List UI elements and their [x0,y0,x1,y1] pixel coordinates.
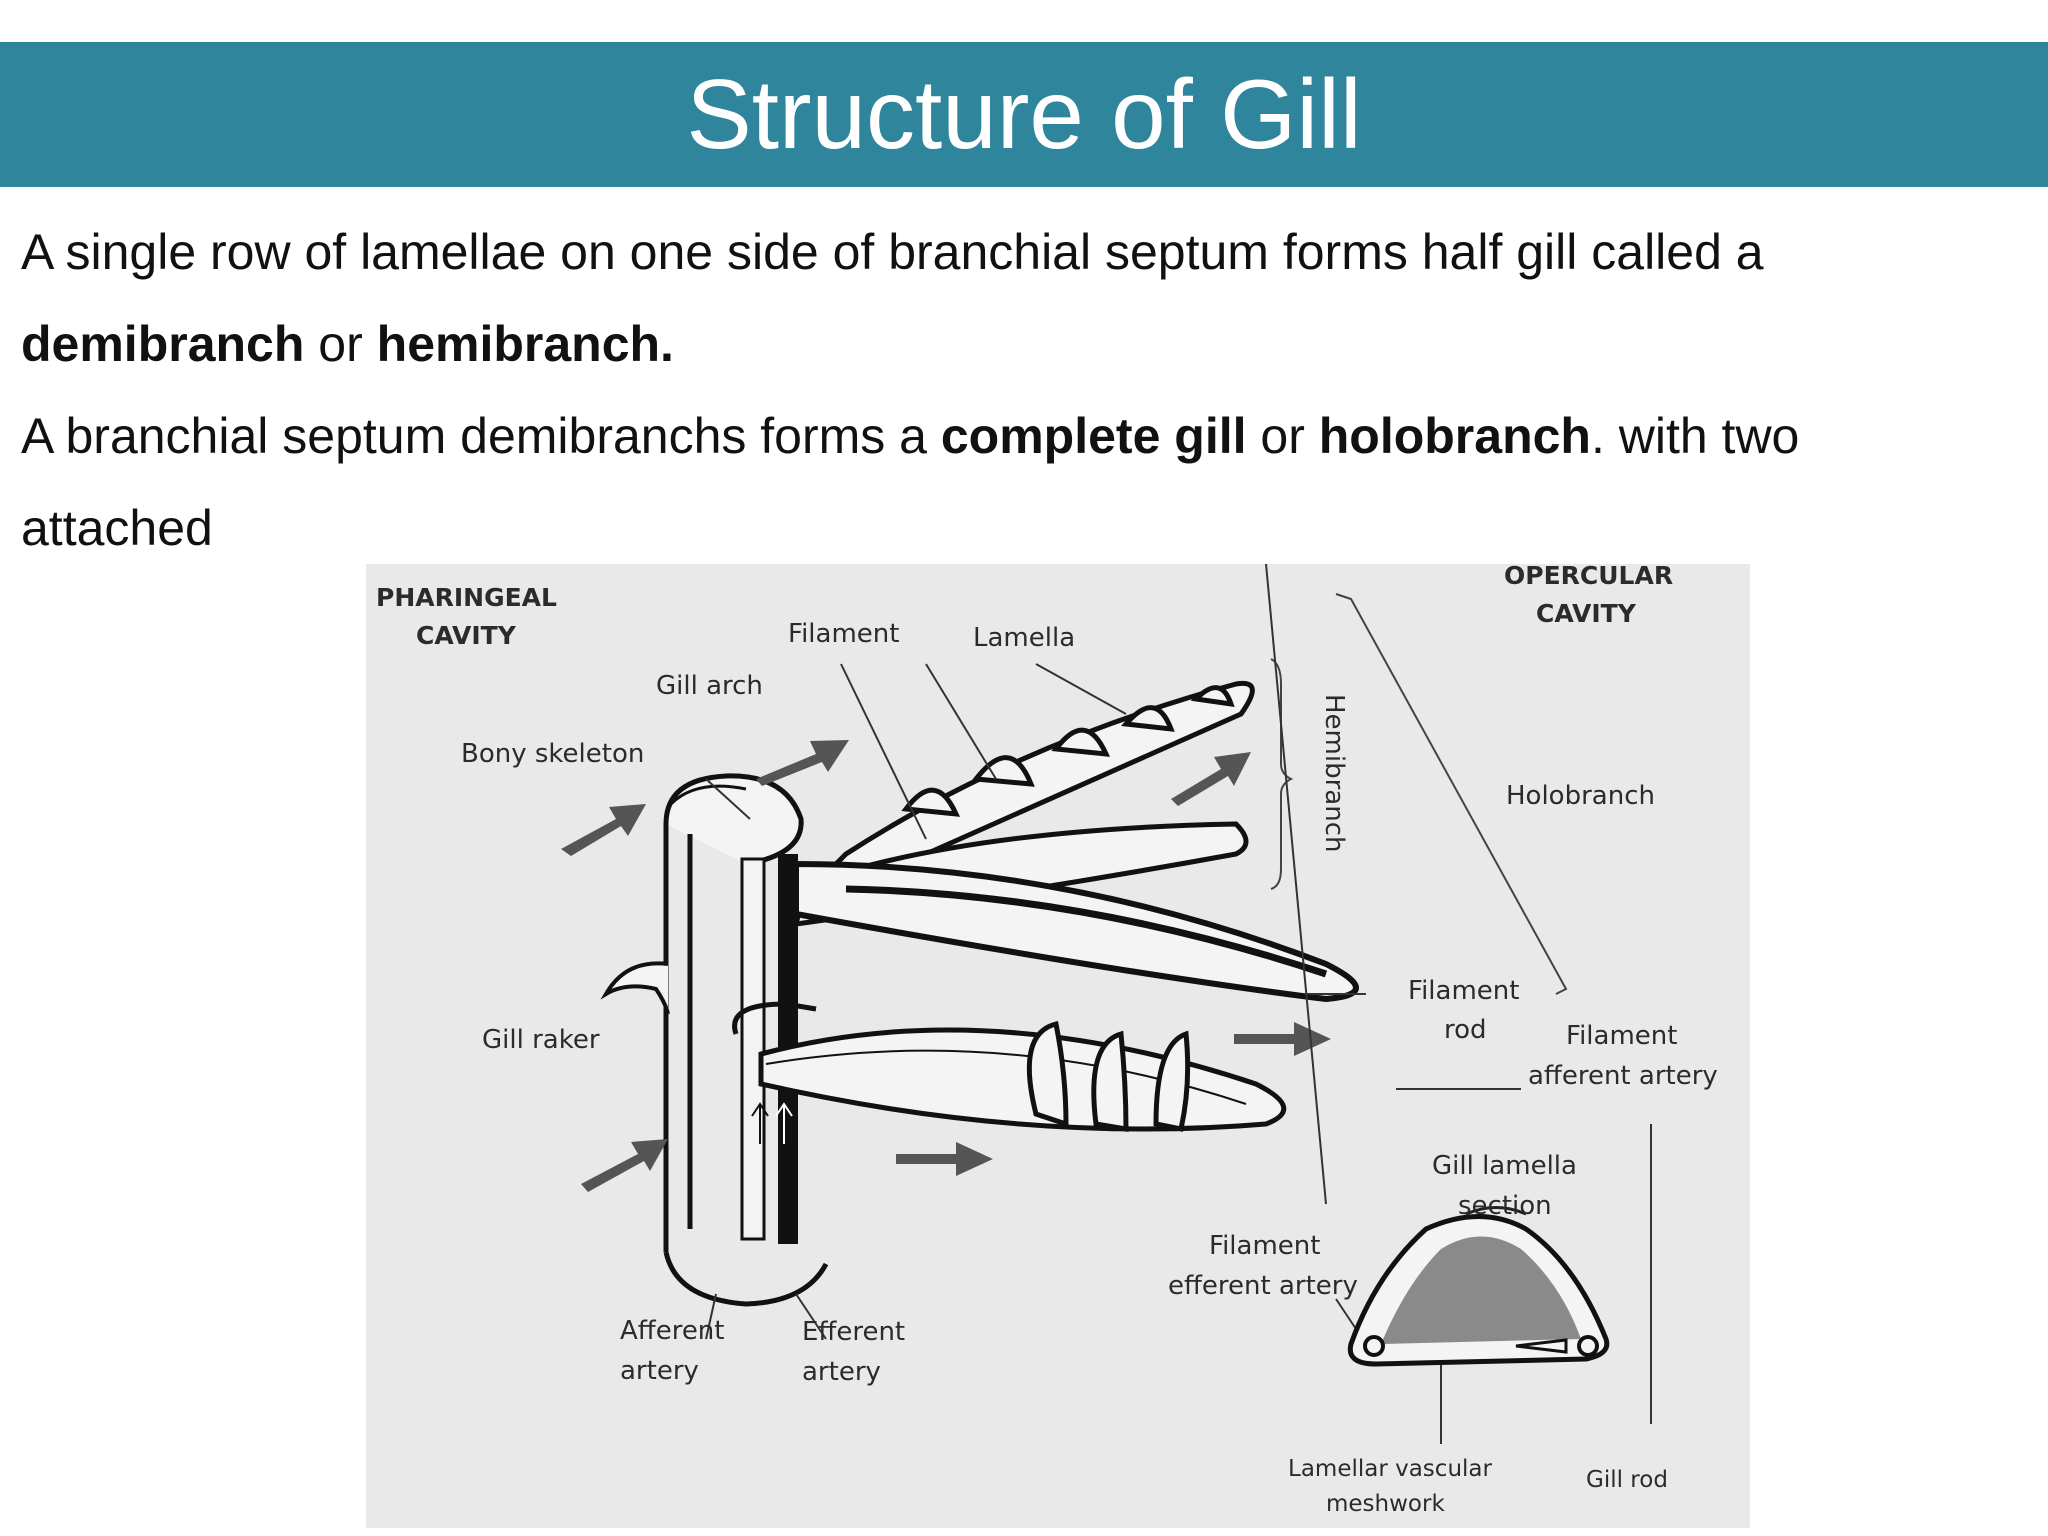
label-filament-afferent-1: Filament [1566,1021,1677,1051]
paragraph-1-text-b: or [304,316,377,372]
label-filament: Filament [788,619,899,649]
slide-title: Structure of Gill [686,59,1362,169]
hemibranch-brace [1270,658,1294,890]
label-bony-skeleton: Bony skeleton [461,739,644,769]
paragraph-2-text-b: or [1246,408,1319,464]
gill-diagram: PHARINGEAL CAVITY OPERCULAR CAVITY Filam… [366,564,1750,1528]
term-hemibranch: hemibranch. [376,316,674,372]
label-filament-rod-2: rod [1444,1015,1487,1045]
label-efferent-2: artery [802,1357,881,1387]
gill-arch-column [663,773,829,1307]
label-filament-efferent-1: Filament [1209,1231,1320,1261]
label-lamellar-vascular-1: Lamellar vascular [1288,1456,1493,1482]
label-opercular-1: OPERCULAR [1504,564,1673,590]
term-demibranch: demibranch [21,316,305,372]
paragraph-1-text-a: A single row of lamellae on one side of … [21,224,1764,280]
gill-diagram-drawing: PHARINGEAL CAVITY OPERCULAR CAVITY Filam… [376,564,1718,1517]
label-pharingeal-2: CAVITY [416,621,517,650]
label-gill-lamella-2: section [1458,1191,1552,1221]
label-filament-efferent-2: efferent artery [1168,1271,1358,1301]
label-gill-arch: Gill arch [656,671,763,701]
label-efferent-1: Efferent [802,1317,905,1347]
label-afferent-2: artery [620,1356,699,1386]
label-gill-rod: Gill rod [1586,1467,1668,1493]
label-afferent-1: Afferent [620,1316,724,1346]
title-bar: Structure of Gill [0,42,2048,187]
gill-lamella-section [1347,1206,1610,1367]
label-lamellar-vascular-2: meshwork [1326,1491,1445,1517]
label-filament-afferent-2: afferent artery [1528,1061,1718,1091]
gill-raker-shape [600,961,670,1015]
term-holobranch: holobranch [1318,408,1591,464]
branchial-septum-blade [793,860,1359,1003]
lower-filament [732,1001,1287,1132]
label-filament-rod-1: Filament [1408,976,1519,1006]
afferent-artery-vessel [740,857,766,1241]
label-hemibranch: Hemibranch [1319,694,1349,852]
label-gill-lamella-1: Gill lamella [1432,1151,1577,1181]
paragraph-1: A single row of lamellae on one side of … [21,206,2021,390]
water-flow-arrows [561,740,1331,1192]
holobranch-line [1335,593,1568,995]
label-lamella: Lamella [973,623,1075,653]
label-opercular-2: CAVITY [1536,599,1637,628]
paragraph-2-text-a: A branchial septum demibranchs forms a [21,408,941,464]
label-holobranch: Holobranch [1506,781,1655,811]
leader-lines [705,564,1652,1444]
paragraph-2: A branchial septum demibranchs forms a c… [21,390,2021,574]
paragraph-2-text-c: . with two [1590,408,1800,464]
body-text: A single row of lamellae on one side of … [21,206,2021,574]
label-gill-raker: Gill raker [482,1025,600,1055]
paragraph-2-line-2: attached [21,500,213,556]
diagram-labels: PHARINGEAL CAVITY OPERCULAR CAVITY Filam… [376,564,1718,1517]
label-pharingeal-1: PHARINGEAL [376,583,557,612]
term-complete-gill: complete gill [940,408,1247,464]
